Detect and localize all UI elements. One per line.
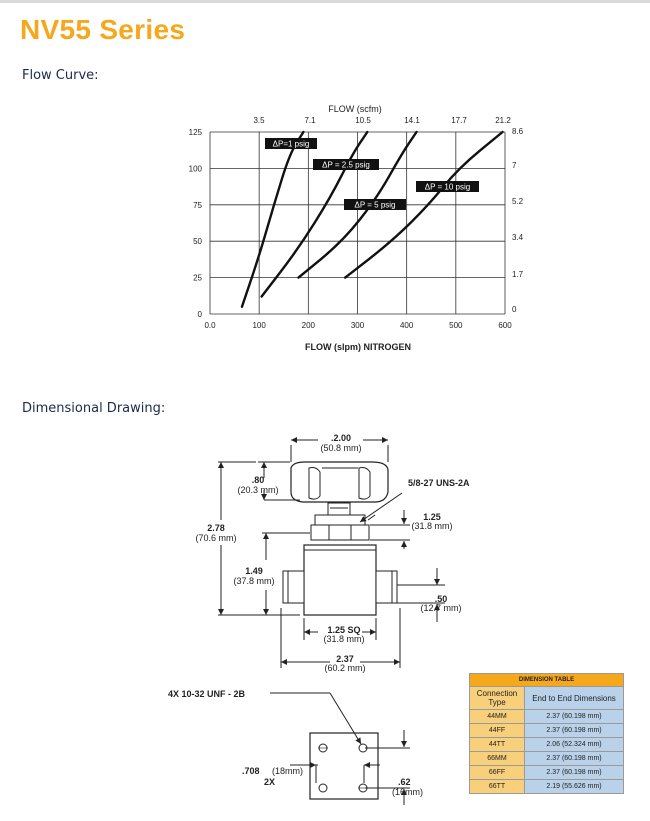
dim-overall-height: 2.78 (207, 523, 225, 533)
dim-hole-spacing-h-mm: (16mm) (392, 787, 423, 797)
right-tick-label: 5.2 (512, 197, 524, 206)
y-tick-label: 50 (193, 237, 202, 246)
top-tick-label: 17.7 (451, 116, 467, 125)
dim-handle-height: .80 (252, 475, 265, 485)
right-port (375, 570, 398, 604)
chart-series: ΔP=1 psig ΔP = 2.5 psig ΔP = 5 psig ΔP = 10… (240, 130, 504, 308)
x-tick-label: 200 (302, 321, 316, 330)
page-title: NV55 Series (20, 14, 186, 45)
dim-overall-width-mm: (60.2 mm) (324, 663, 365, 673)
top-axis-label: FLOW (scfm) (328, 104, 382, 114)
dim-body-square: 1.25 SQ (327, 625, 360, 635)
series-label-bg (313, 159, 379, 170)
x-tick-label: 400 (400, 321, 414, 330)
series-label: ΔP = 5 psig (355, 201, 396, 210)
y-tick-label: 100 (189, 164, 203, 173)
series-label-bg (265, 138, 317, 149)
dim-width-top: .2.00 (331, 433, 351, 443)
y-tick-label: 75 (193, 201, 202, 210)
top-tick-label: 7.1 (304, 116, 316, 125)
right-tick-label: 3.4 (512, 233, 524, 242)
top-tick-label: 21.2 (495, 116, 511, 125)
y-tick-label: 125 (189, 128, 203, 137)
x-tick-label: 300 (351, 321, 365, 330)
dim-port-height: .50 (435, 594, 448, 604)
dim-hole-spacing-h: .62 (398, 777, 411, 787)
bottom-view-body (309, 732, 379, 800)
x-tick-label: 100 (252, 321, 266, 330)
dim-width-top-mm: (50.8 mm) (320, 443, 361, 453)
dim-overall-width: 2.37 (336, 654, 354, 664)
valve-body (303, 544, 377, 616)
flow-curve-chart: ΔP=1 psig ΔP = 2.5 psig ΔP = 5 psig ΔP = 10… (189, 104, 524, 352)
top-tick-label: 14.1 (404, 116, 420, 125)
right-tick-label: 7 (512, 161, 517, 170)
series-label: ΔP = 10 psig (425, 183, 470, 192)
y-tick-label: 0 (198, 310, 203, 319)
top-border (0, 0, 650, 3)
series-label-bg (416, 181, 479, 192)
x-axis-label: FLOW (slpm) NITROGEN (305, 342, 411, 352)
mount-hole-spec: 4X 10-32 UNF - 2B (168, 689, 246, 699)
series-line (344, 130, 504, 279)
dim-nut-mm: (31.8 mm) (411, 521, 452, 531)
x-tick-label: 600 (498, 321, 512, 330)
dim-body-height: 1.49 (245, 566, 263, 576)
series-label: ΔP = 2.5 psig (322, 161, 370, 170)
right-tick-label: 8.6 (512, 127, 524, 136)
dim-hole-spacing-count: 2X (264, 777, 275, 787)
series-label-bg (344, 199, 406, 210)
dim-body-square-mm: (31.8 mm) (323, 634, 364, 644)
x-tick-label: 0.0 (204, 321, 216, 330)
thread-spec: 5/8-27 UNS-2A (408, 478, 470, 488)
series-line (240, 130, 305, 308)
dim-nut: 1.25 (423, 512, 441, 522)
dimensional-drawing-heading: Dimensional Drawing: (22, 401, 166, 416)
left-port (282, 570, 305, 604)
dim-hole-spacing-w-mm: (18mm) (272, 766, 303, 776)
y-tick-label: 25 (193, 274, 202, 283)
series-label: ΔP=1 psig (273, 140, 310, 149)
valve-handle (290, 461, 389, 503)
valve-stem (327, 502, 351, 516)
dim-port-height-mm: (12.7 mm) (420, 603, 461, 613)
dimension-table-title: DIMENSION TABLE (469, 673, 624, 687)
mount-hole (318, 783, 328, 793)
valve-nut (314, 514, 366, 526)
dim-handle-height-mm: (20.3 mm) (237, 485, 278, 495)
series-line (297, 130, 418, 279)
bonnet-nut (310, 524, 370, 541)
col-end-to-end: End to End Dimensions (524, 686, 624, 710)
col-connection-type: Connection Type (469, 686, 525, 710)
dim-body-height-mm: (37.8 mm) (233, 576, 274, 586)
x-tick-label: 500 (449, 321, 463, 330)
top-tick-label: 3.5 (253, 116, 265, 125)
top-tick-label: 10.5 (355, 116, 371, 125)
flow-curve-heading: Flow Curve: (22, 68, 99, 83)
dimension-table: DIMENSION TABLE Connection Type End to E… (469, 673, 624, 794)
right-tick-label: 0 (512, 305, 517, 314)
dim-overall-height-mm: (70.6 mm) (195, 533, 236, 543)
dim-hole-spacing-w: .708 (242, 766, 260, 776)
right-tick-label: 1.7 (512, 270, 524, 279)
